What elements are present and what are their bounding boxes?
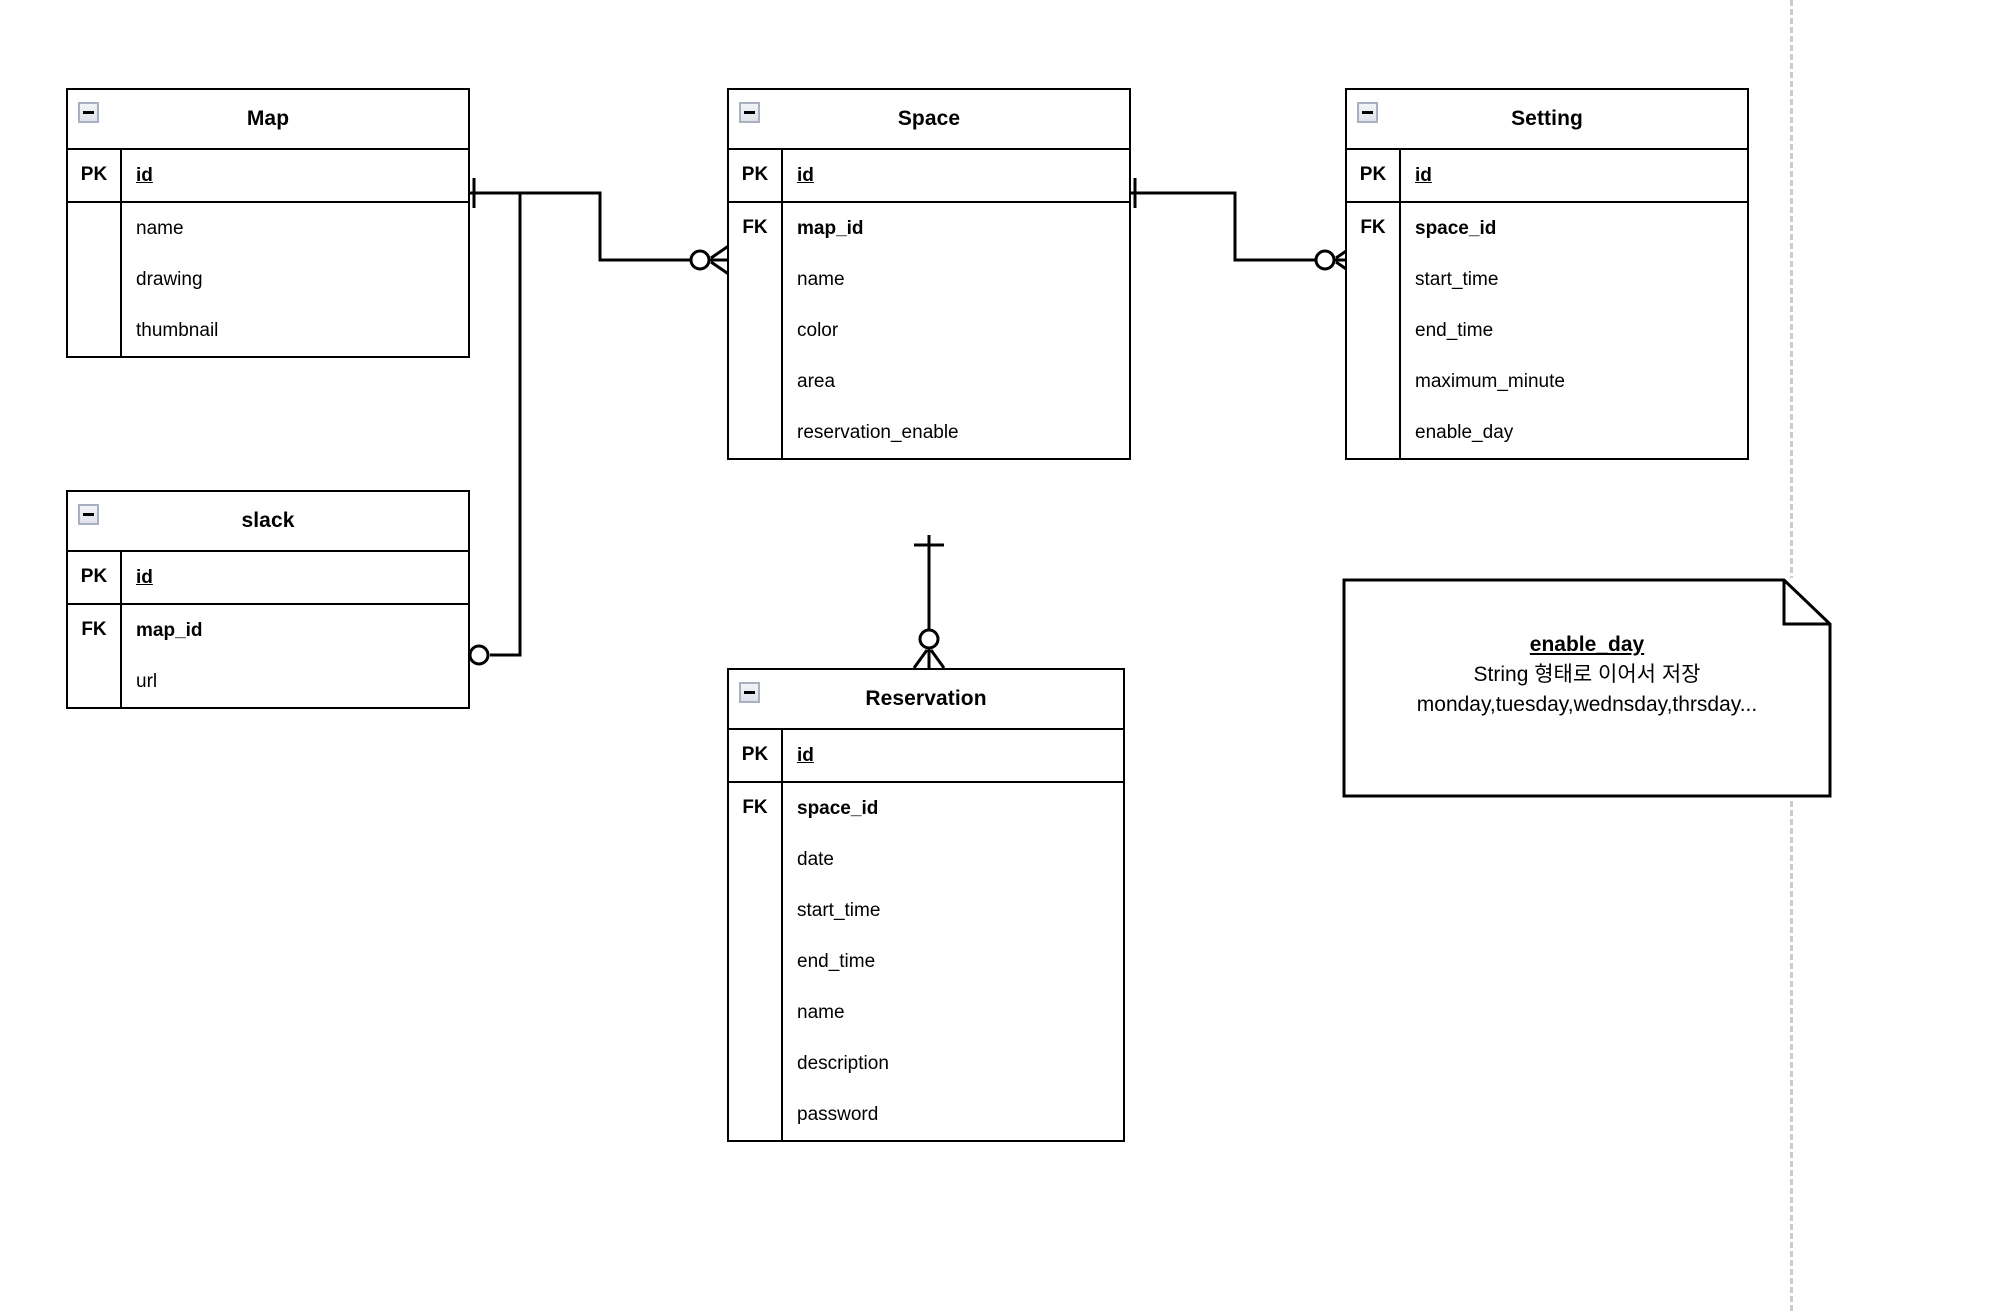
- attr-list: space_id start_time end_time maximum_min…: [1401, 203, 1747, 458]
- attr-space-color: color: [797, 320, 839, 341]
- connector-space-setting: [1131, 191, 1325, 262]
- key-label-fk: FK: [729, 203, 783, 458]
- attr-space-id: id: [797, 165, 814, 186]
- attr-setting-maximum-minute: maximum_minute: [1415, 371, 1565, 392]
- entity-reservation-section-fk: FK space_id date start_time end_time nam…: [729, 783, 1123, 1140]
- attr-setting-start-time: start_time: [1415, 269, 1499, 290]
- attr-list: id: [783, 730, 1123, 781]
- attr-reservation-id: id: [797, 745, 814, 766]
- key-label-fk: FK: [68, 605, 122, 707]
- entity-slack-section-fk: FK map_id url: [68, 605, 468, 707]
- attr-space-map-id: map_id: [797, 218, 864, 239]
- key-label-pk: PK: [68, 150, 122, 201]
- entity-setting-section-pk: PK id: [1347, 150, 1747, 203]
- note-text-block: enable_day String 형태로 이어서 저장 monday,tues…: [1342, 630, 1832, 720]
- entity-slack-section-pk: PK id: [68, 552, 468, 605]
- attr-list: id: [122, 150, 468, 201]
- attr-map-drawing: drawing: [136, 269, 203, 290]
- entity-space-header: Space: [729, 90, 1129, 150]
- attr-list: map_id name color area reservation_enabl…: [783, 203, 1129, 458]
- key-label-blank: [68, 203, 122, 356]
- note-enable-day[interactable]: enable_day String 형태로 이어서 저장 monday,tues…: [1342, 578, 1832, 798]
- attr-space-area: area: [797, 371, 836, 392]
- collapse-minus-icon[interactable]: [739, 102, 760, 123]
- entity-slack[interactable]: slack PK id FK map_id url: [66, 490, 470, 709]
- entity-space-title: Space: [897, 107, 961, 130]
- entity-map[interactable]: Map PK id name drawing thumbnail: [66, 88, 470, 358]
- entity-space-section-fk: FK map_id name color area reservation_en…: [729, 203, 1129, 458]
- connector-map-slack: [470, 191, 522, 657]
- entity-slack-header: slack: [68, 492, 468, 552]
- entity-reservation-section-pk: PK id: [729, 730, 1123, 783]
- collapse-minus-icon[interactable]: [78, 504, 99, 525]
- attr-setting-space-id: space_id: [1415, 218, 1497, 239]
- attr-setting-enable-day: enable_day: [1415, 422, 1514, 443]
- attr-reservation-space-id: space_id: [797, 798, 879, 819]
- connector-map-space: [470, 191, 700, 262]
- entity-map-section-pk: PK id: [68, 150, 468, 203]
- key-label-pk: PK: [68, 552, 122, 603]
- attr-reservation-end-time: end_time: [797, 951, 876, 972]
- attr-list: id: [122, 552, 468, 603]
- attr-slack-id: id: [136, 567, 153, 588]
- attr-reservation-date: date: [797, 849, 834, 870]
- entity-space[interactable]: Space PK id FK map_id name color area re…: [727, 88, 1131, 460]
- note-title: enable_day: [1529, 633, 1645, 656]
- attr-space-reservation-enable: reservation_enable: [797, 422, 959, 443]
- key-label-pk: PK: [729, 730, 783, 781]
- attr-reservation-name: name: [797, 1002, 845, 1023]
- key-label-fk: FK: [1347, 203, 1401, 458]
- attr-list: id: [783, 150, 1129, 201]
- note-line-3: monday,tuesday,wednsday,thrsday...: [1416, 693, 1758, 716]
- entity-setting-section-fk: FK space_id start_time end_time maximum_…: [1347, 203, 1747, 458]
- attr-setting-id: id: [1415, 165, 1432, 186]
- attr-map-id: id: [136, 165, 153, 186]
- attr-list: space_id date start_time end_time name d…: [783, 783, 1123, 1140]
- entity-map-title: Map: [246, 107, 290, 130]
- entity-reservation-header: Reservation: [729, 670, 1123, 730]
- entity-setting[interactable]: Setting PK id FK space_id start_time end…: [1345, 88, 1749, 460]
- attr-reservation-password: password: [797, 1104, 879, 1125]
- attr-reservation-description: description: [797, 1053, 889, 1074]
- key-label-pk: PK: [1347, 150, 1401, 201]
- entity-reservation[interactable]: Reservation PK id FK space_id date start…: [727, 668, 1125, 1142]
- card-zero-space-setting: [1314, 249, 1336, 271]
- attr-slack-map-id: map_id: [136, 620, 203, 641]
- attr-list: name drawing thumbnail: [122, 203, 468, 356]
- attr-list: map_id url: [122, 605, 468, 707]
- collapse-minus-icon[interactable]: [1357, 102, 1378, 123]
- key-label-fk: FK: [729, 783, 783, 1140]
- attr-space-name: name: [797, 269, 845, 290]
- key-label-pk: PK: [729, 150, 783, 201]
- card-zero-map-space: [689, 249, 711, 271]
- card-zero-space-reservation: [918, 628, 940, 650]
- attr-reservation-start-time: start_time: [797, 900, 881, 921]
- attr-slack-url: url: [136, 671, 158, 692]
- attr-map-name: name: [136, 218, 184, 239]
- attr-map-thumbnail: thumbnail: [136, 320, 219, 341]
- entity-map-section-attrs: name drawing thumbnail: [68, 203, 468, 356]
- note-shape: [1342, 578, 1832, 798]
- entity-slack-title: slack: [241, 509, 295, 532]
- entity-map-header: Map: [68, 90, 468, 150]
- note-line-2: String 형태로 이어서 저장: [1473, 663, 1701, 686]
- card-many-space-reservation: [912, 648, 946, 669]
- card-zero-map-slack: [468, 644, 490, 666]
- collapse-minus-icon[interactable]: [78, 102, 99, 123]
- entity-space-section-pk: PK id: [729, 150, 1129, 203]
- entity-setting-title: Setting: [1511, 107, 1583, 130]
- collapse-minus-icon[interactable]: [739, 682, 760, 703]
- attr-list: id: [1401, 150, 1747, 201]
- entity-setting-header: Setting: [1347, 90, 1747, 150]
- attr-setting-end-time: end_time: [1415, 320, 1494, 341]
- entity-reservation-title: Reservation: [865, 687, 987, 710]
